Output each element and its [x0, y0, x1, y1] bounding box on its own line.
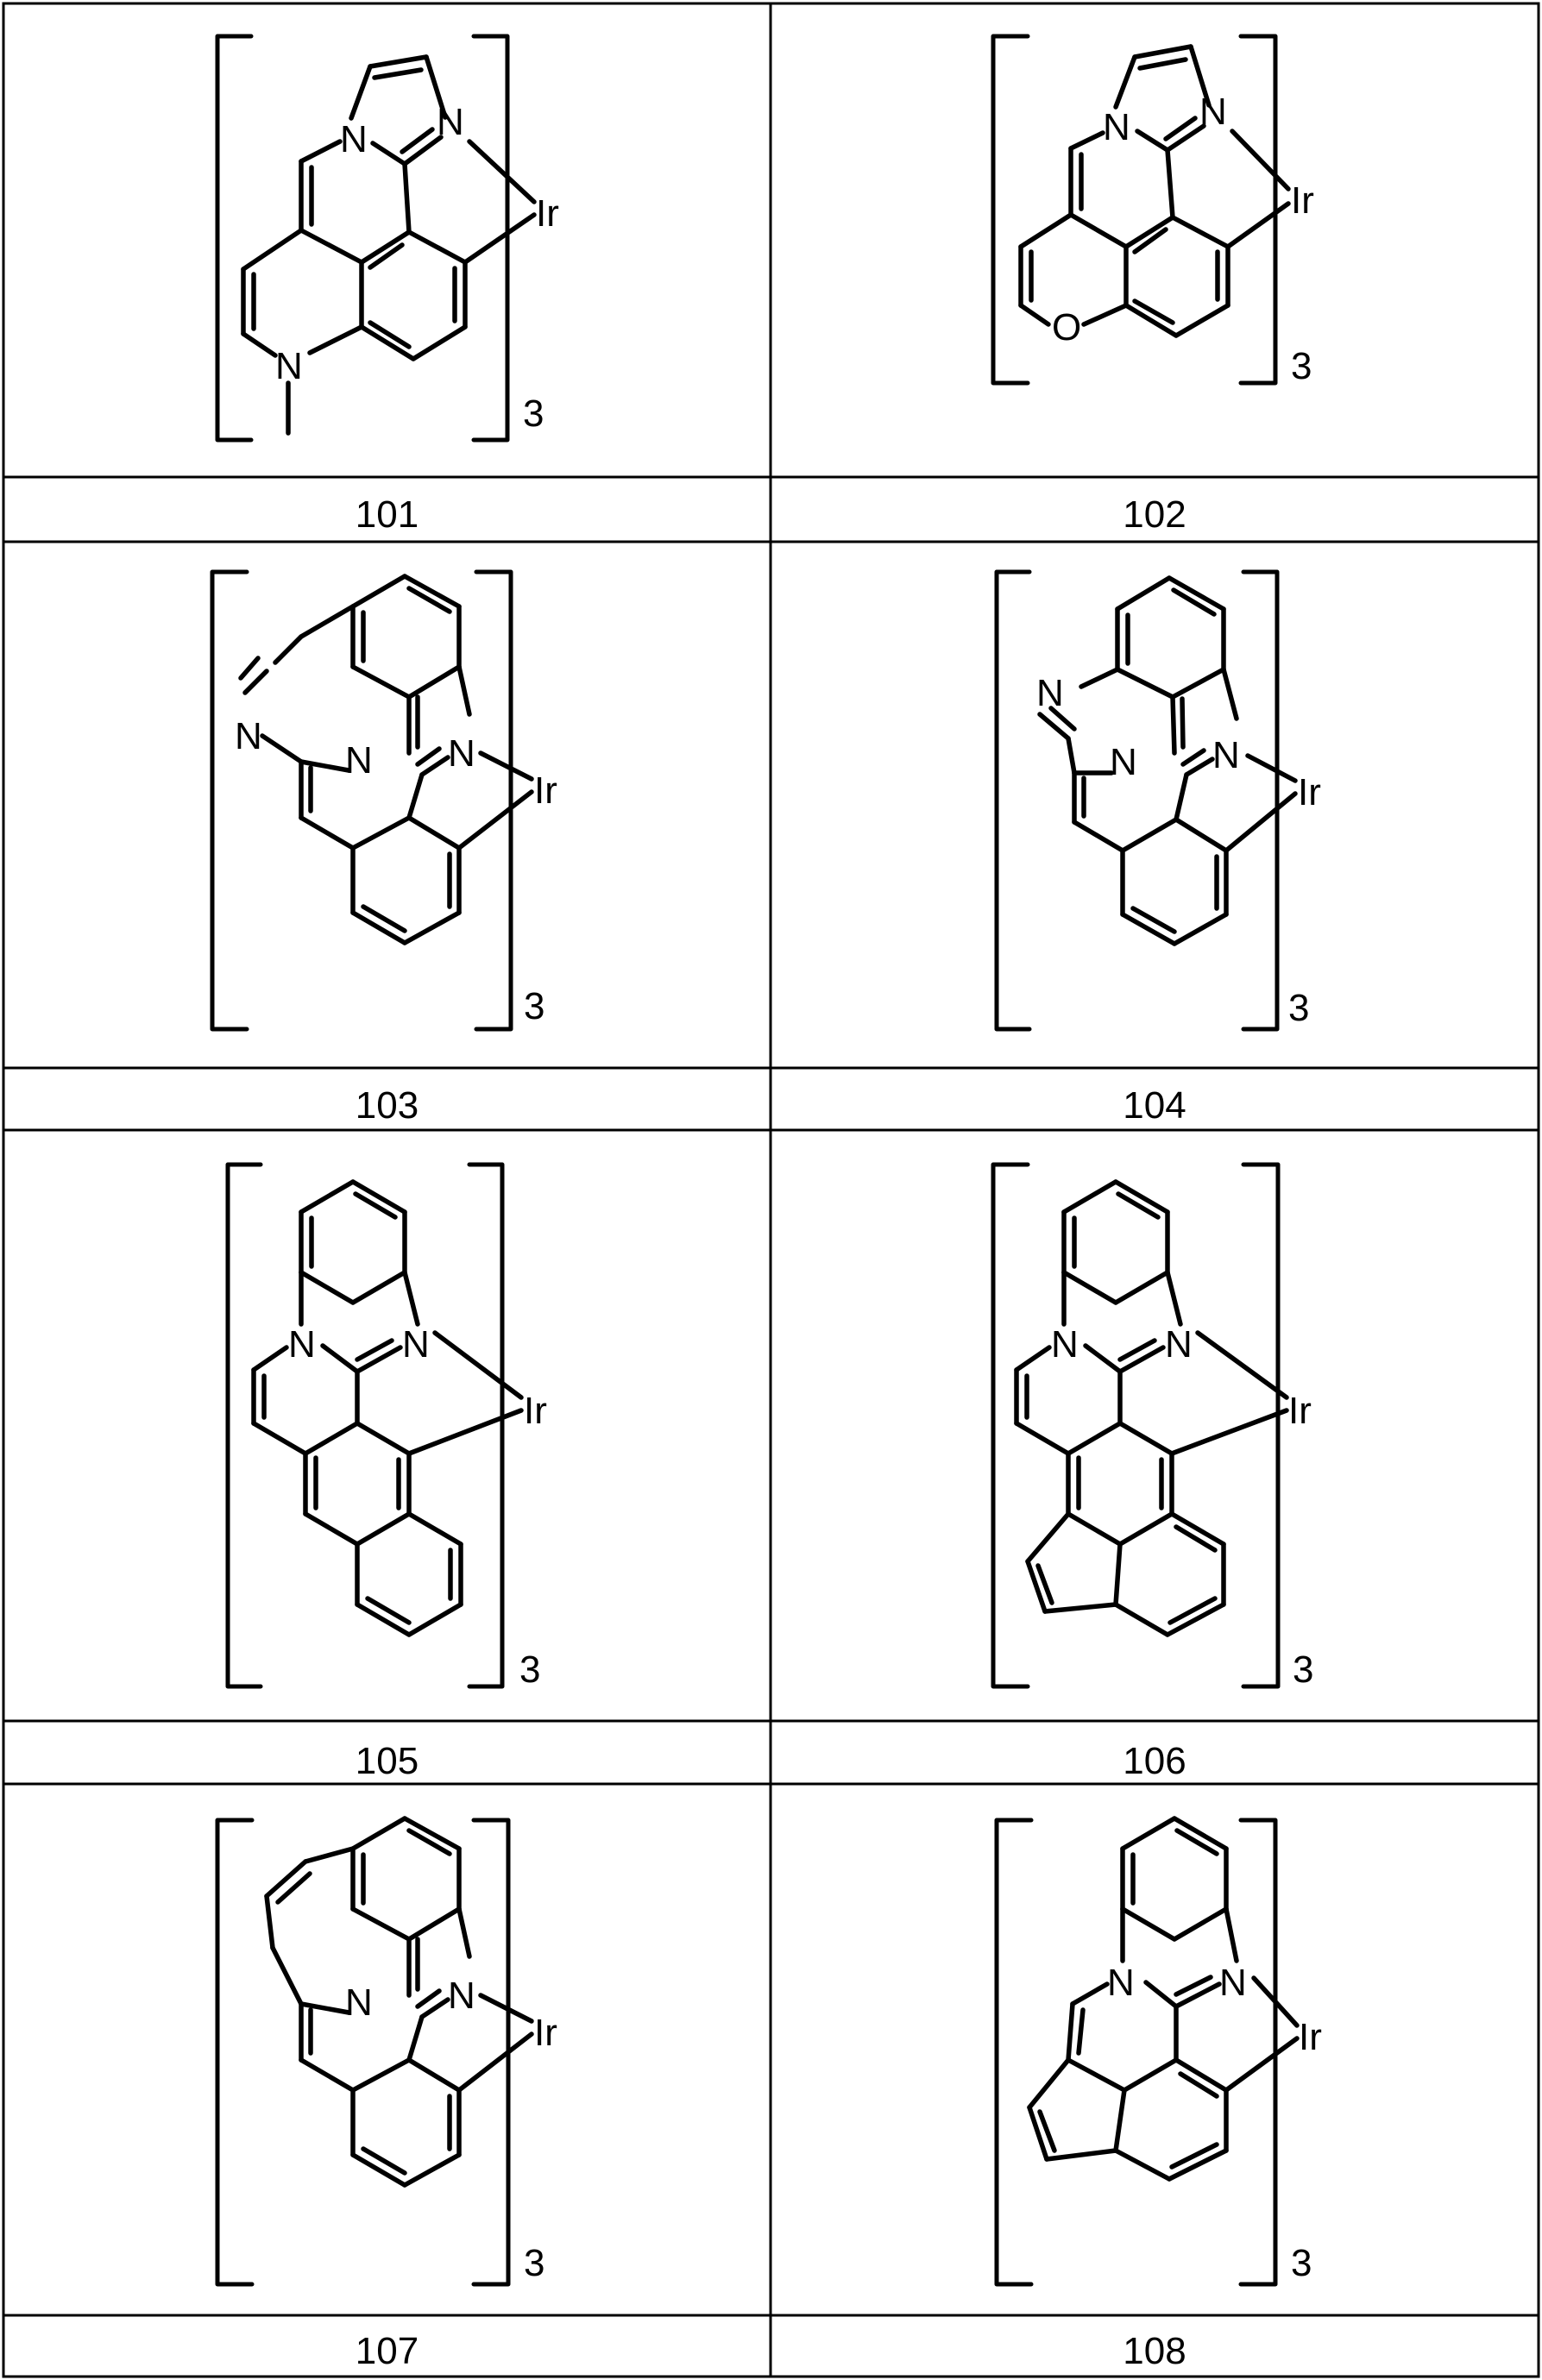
svg-text:3: 3	[524, 985, 544, 1027]
compound-label-106: 106	[771, 1743, 1539, 1780]
structure-107: N N Ir 3	[3, 1784, 771, 2315]
svg-text:3: 3	[1293, 1648, 1313, 1691]
svg-text:Ir: Ir	[1299, 2016, 1322, 2058]
svg-text:N: N	[448, 1975, 475, 2017]
svg-text:N: N	[275, 345, 303, 387]
svg-text:3: 3	[1288, 987, 1309, 1029]
svg-text:N: N	[1219, 1962, 1247, 2004]
structure-101: N N N Ir 3	[3, 3, 771, 477]
svg-text:Ir: Ir	[1288, 1390, 1312, 1432]
svg-text:N: N	[340, 118, 368, 160]
compound-label-105: 105	[3, 1743, 771, 1780]
svg-text:N: N	[1199, 91, 1227, 133]
compound-label-108: 108	[771, 2333, 1539, 2371]
compound-label-107: 107	[3, 2333, 771, 2371]
compound-label-101: 101	[3, 496, 771, 534]
svg-text:N: N	[235, 715, 262, 757]
compound-label-102: 102	[771, 496, 1539, 534]
svg-text:O: O	[1052, 306, 1081, 349]
svg-text:Ir: Ir	[534, 2012, 557, 2054]
structure-108: N N Ir 3	[771, 1784, 1539, 2315]
svg-text:Ir: Ir	[1291, 179, 1314, 222]
svg-text:Ir: Ir	[1298, 771, 1321, 813]
svg-text:N: N	[1212, 734, 1240, 776]
svg-text:N: N	[1110, 741, 1137, 783]
compound-label-103: 103	[3, 1087, 771, 1125]
svg-text:N: N	[1051, 1323, 1079, 1366]
structure-102: N N O Ir 3	[771, 3, 1539, 477]
svg-text:N: N	[1036, 672, 1064, 714]
svg-text:Ir: Ir	[536, 192, 559, 235]
svg-text:3: 3	[523, 392, 544, 435]
svg-text:N: N	[1103, 106, 1130, 148]
svg-text:Ir: Ir	[534, 769, 557, 812]
svg-text:N: N	[288, 1323, 316, 1366]
svg-text:3: 3	[519, 1648, 540, 1691]
structure-105: N N Ir 3	[3, 1130, 771, 1721]
svg-text:N: N	[448, 732, 475, 775]
svg-text:N: N	[437, 101, 464, 143]
svg-text:N: N	[402, 1323, 430, 1366]
svg-text:3: 3	[1291, 345, 1312, 387]
svg-text:N: N	[345, 1981, 373, 2024]
svg-text:N: N	[1107, 1962, 1135, 2004]
structure-106: N N Ir 3	[771, 1130, 1539, 1721]
svg-text:3: 3	[1291, 2242, 1312, 2284]
svg-text:3: 3	[524, 2242, 544, 2284]
structure-104: N N N Ir 3	[771, 542, 1539, 1068]
compound-label-104: 104	[771, 1087, 1539, 1125]
svg-text:Ir: Ir	[524, 1390, 547, 1432]
svg-text:N: N	[345, 739, 373, 782]
svg-text:N: N	[1165, 1323, 1193, 1366]
structure-103: N N N Ir 3	[3, 542, 771, 1068]
